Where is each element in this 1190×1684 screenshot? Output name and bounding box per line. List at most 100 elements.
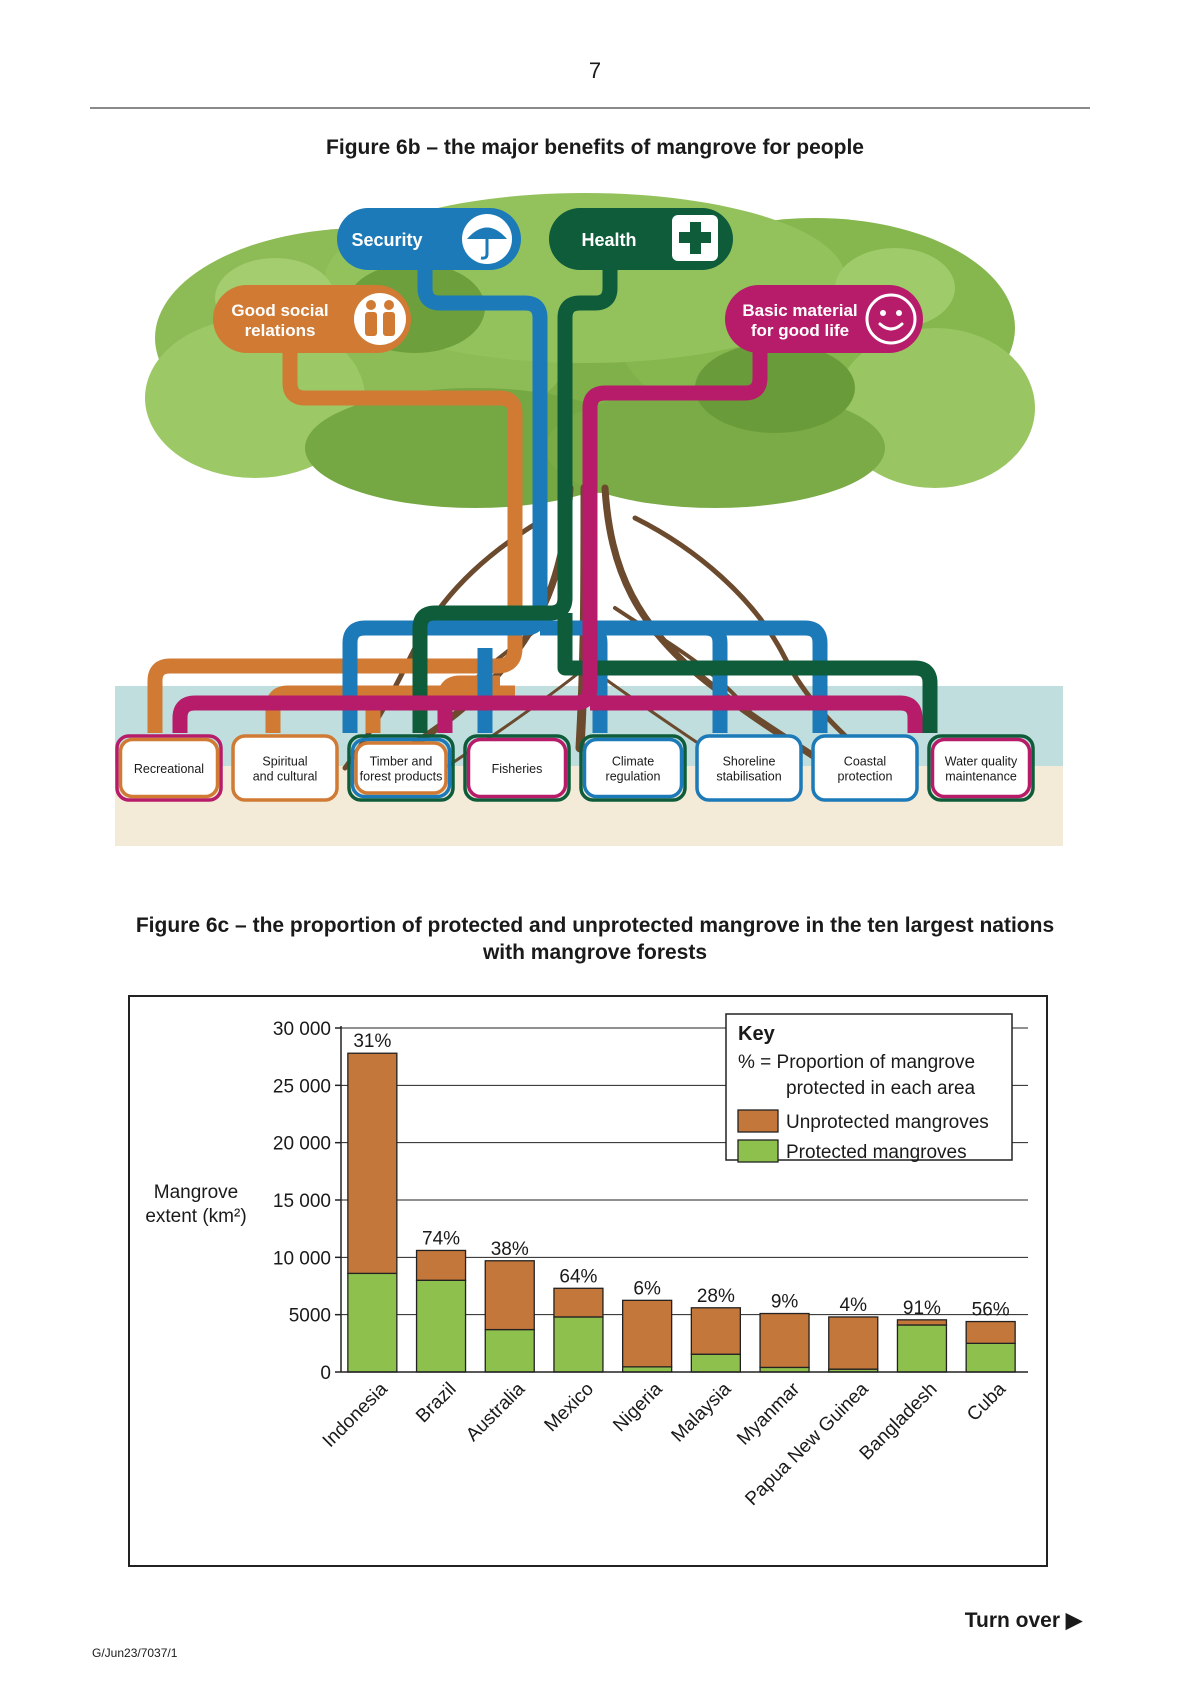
service-label: Spiritual xyxy=(262,755,307,769)
header-rule xyxy=(90,107,1090,109)
connector-lines xyxy=(147,248,938,733)
legend-swatch xyxy=(737,1109,779,1133)
percent-label: 28% xyxy=(697,1286,735,1307)
y-tick-label: 0 xyxy=(320,1363,331,1384)
service-label: Climate xyxy=(612,755,654,769)
x-tick-label: Mexico xyxy=(541,1379,598,1436)
bar-protected-indonesia xyxy=(347,1272,398,1373)
figure-6b-title: Figure 6b – the major benefits of mangro… xyxy=(326,136,864,159)
percent-label: 64% xyxy=(559,1266,597,1287)
service-label: Coastal xyxy=(844,755,886,769)
y-tick-label: 20 000 xyxy=(273,1134,331,1155)
bar-protected-cuba xyxy=(965,1342,1016,1373)
percent-label: 9% xyxy=(771,1292,799,1313)
benefit-basic-line1: Basic material xyxy=(742,301,857,320)
service-label: Timber and xyxy=(370,755,433,769)
bar-protected-australia xyxy=(484,1328,535,1373)
bar-unprotected-nigeria xyxy=(621,1299,673,1368)
service-box: Recreational xyxy=(115,734,223,802)
legend-swatch xyxy=(737,1139,779,1163)
benefit-social-line2: relations xyxy=(245,321,316,340)
benefit-social: Good social relations xyxy=(213,285,411,353)
bar-unprotected-cuba xyxy=(965,1320,1016,1344)
service-label: stabilisation xyxy=(716,770,781,784)
mangrove-benefits-diagram: Security Health Good social relations Ba… xyxy=(115,193,1063,846)
y-axis-label-line2: extent (km²) xyxy=(145,1206,246,1227)
service-label: regulation xyxy=(606,770,661,784)
service-label: and cultural xyxy=(253,770,318,784)
benefit-health: Health xyxy=(549,208,733,270)
health-connector xyxy=(412,248,618,733)
chart-frame xyxy=(128,995,1048,1567)
bar-unprotected-australia xyxy=(484,1260,535,1331)
y-tick-label: 30 000 xyxy=(273,1019,331,1040)
x-tick-label: Malaysia xyxy=(668,1378,736,1446)
benefit-basic-line2: for good life xyxy=(751,321,849,340)
percent-label: 91% xyxy=(903,1298,941,1319)
x-tick-label: Brazil xyxy=(412,1379,460,1427)
plus-cross-icon xyxy=(672,215,718,261)
x-tick-label: Cuba xyxy=(963,1378,1010,1425)
percent-label: 4% xyxy=(840,1295,868,1316)
x-tick-label: Indonesia xyxy=(319,1378,392,1451)
service-label: Shoreline xyxy=(723,755,776,769)
bar-unprotected-myanmar xyxy=(759,1312,810,1369)
figure-6c-title: Figure 6c – the proportion of protected … xyxy=(95,912,1095,966)
legend-box xyxy=(725,1013,1013,1161)
smiley-icon xyxy=(865,293,917,345)
benefit-social-line1: Good social xyxy=(231,301,328,320)
legend-item-label: Unprotected mangroves xyxy=(786,1112,989,1133)
percent-label: 56% xyxy=(972,1300,1010,1321)
bar-protected-brazil xyxy=(415,1279,467,1373)
percent-label: 38% xyxy=(491,1239,529,1260)
percent-label: 31% xyxy=(353,1031,391,1052)
bar-unprotected-mexico xyxy=(553,1287,604,1318)
legend-note-line2: protected in each area xyxy=(786,1078,976,1099)
x-tick-label: Papua New Guinea xyxy=(741,1378,873,1510)
turn-over-label: Turn over ▶ xyxy=(964,1609,1082,1632)
percent-label: 6% xyxy=(633,1278,661,1299)
service-label: Recreational xyxy=(134,762,204,776)
health-connector-right xyxy=(557,613,938,733)
x-tick-label: Myanmar xyxy=(733,1378,804,1449)
percent-label: 74% xyxy=(422,1228,460,1249)
y-axis-label-line1: Mangrove xyxy=(154,1182,239,1203)
security-connector-mid xyxy=(540,620,728,733)
bar-unprotected-malaysia xyxy=(690,1307,741,1355)
y-tick-label: 10 000 xyxy=(273,1248,331,1269)
x-tick-label: Nigeria xyxy=(609,1378,667,1436)
bar-unprotected-bangladesh xyxy=(896,1319,948,1326)
people-icon xyxy=(354,293,406,345)
service-box: Fisheries xyxy=(463,734,571,802)
service-label: Water quality xyxy=(945,755,1018,769)
security-connector xyxy=(342,248,548,733)
y-tick-label: 15 000 xyxy=(273,1191,331,1212)
x-tick-label: Australia xyxy=(462,1378,529,1445)
basic-connector xyxy=(172,338,768,733)
basic-connector-right xyxy=(590,695,923,733)
service-label: maintenance xyxy=(945,770,1017,784)
bar-protected-nigeria xyxy=(621,1366,673,1373)
legend: Key % = Proportion of mangrove protected i… xyxy=(725,1013,1013,1163)
social-connector xyxy=(147,353,523,733)
legend-note-line1: % = Proportion of mangrove xyxy=(738,1052,975,1073)
umbrella-icon xyxy=(462,214,512,264)
figure-6c-title-line2: with mangrove forests xyxy=(482,941,708,964)
benefit-security: Security xyxy=(337,208,521,270)
bar-unprotected-brazil xyxy=(415,1249,467,1281)
legend-title: Key xyxy=(738,1023,776,1045)
bar-protected-bangladesh xyxy=(896,1324,948,1373)
figure-6c-title-line1: Figure 6c – the proportion of protected … xyxy=(135,914,1055,937)
bar-unprotected-indonesia xyxy=(347,1052,398,1275)
service-label: protection xyxy=(838,770,893,784)
legend-item-label: Protected mangroves xyxy=(786,1142,967,1163)
bar-protected-mexico xyxy=(553,1316,604,1373)
